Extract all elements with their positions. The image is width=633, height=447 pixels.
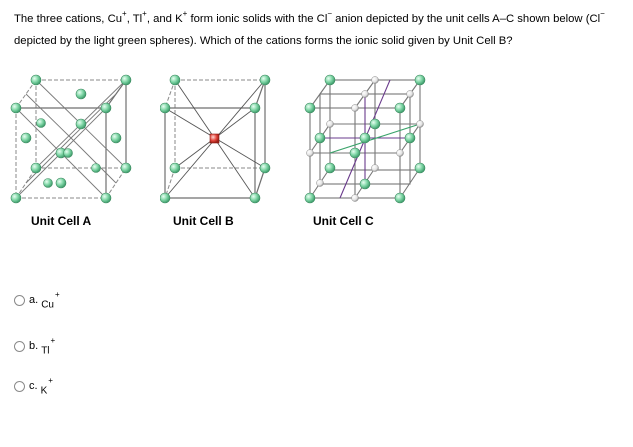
- option-ion: K+: [40, 376, 53, 397]
- ion-symbol: Cu: [41, 299, 54, 311]
- ion-symbol: Tl: [41, 345, 50, 357]
- unit-cell-b-label: Unit Cell B: [173, 214, 234, 228]
- radio-button[interactable]: [14, 340, 25, 352]
- question-segment: anion depicted by the unit cells A–C sho…: [332, 13, 601, 25]
- question-text: The three cations, Cu+, Tl+, and K+ form…: [14, 8, 626, 52]
- charge-superscript: +: [182, 9, 188, 19]
- unit-cell-c-diagram: [304, 74, 426, 204]
- charge-superscript: −: [600, 9, 605, 19]
- option-b[interactable]: b. Tl+: [14, 336, 55, 356]
- option-letter: a.: [29, 294, 39, 306]
- ion-charge: +: [48, 375, 53, 385]
- charge-superscript: +: [122, 9, 127, 19]
- radio-button[interactable]: [14, 380, 25, 392]
- unit-cell-a-label: Unit Cell A: [31, 214, 92, 228]
- charge-superscript: −: [327, 9, 333, 19]
- ion-symbol: K: [40, 385, 48, 397]
- charge-superscript: +: [142, 9, 147, 19]
- option-ion: Tl+: [41, 336, 55, 357]
- unit-cell-c-label: Unit Cell C: [313, 214, 374, 228]
- question-segment: form ionic solids with the Cl: [187, 13, 328, 25]
- question-segment: depicted by the light green spheres). Wh…: [14, 35, 513, 47]
- unit-cell-b-diagram: [160, 74, 271, 204]
- question-segment: The three cations, Cu: [14, 13, 123, 25]
- option-letter: b.: [29, 340, 39, 352]
- option-letter: c.: [29, 380, 38, 392]
- question-segment: , Tl: [126, 13, 143, 25]
- option-ion: Cu+: [41, 290, 59, 311]
- ion-charge: +: [50, 335, 56, 345]
- question-segment: , and K: [146, 13, 183, 25]
- option-a[interactable]: a. Cu+: [14, 290, 60, 310]
- ion-charge: +: [54, 289, 60, 299]
- unit-cell-a-diagram: [10, 74, 132, 204]
- option-c[interactable]: c. K+: [14, 376, 53, 396]
- radio-button[interactable]: [14, 294, 25, 306]
